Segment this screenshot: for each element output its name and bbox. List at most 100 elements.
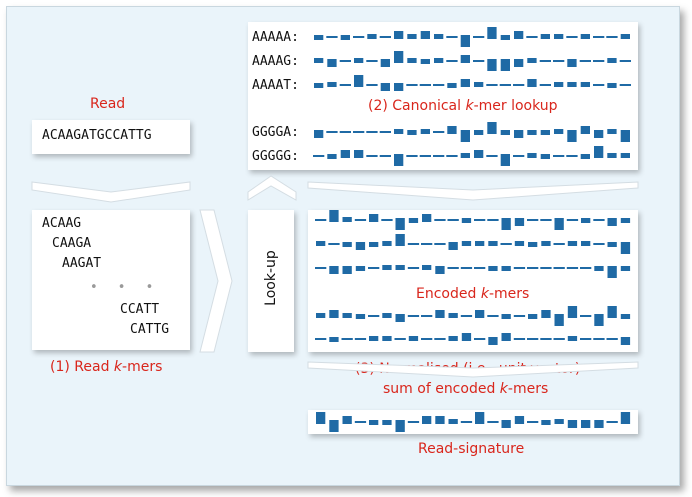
canonical-vector-bar	[527, 79, 537, 87]
canonical-vector-bar	[486, 84, 498, 86]
encoded-vector-bar	[354, 219, 367, 221]
encoded-vector-bar	[620, 266, 631, 271]
encoded-vector-bar	[435, 266, 445, 274]
canonical-vector-bar	[539, 60, 551, 62]
canonical-vector-bar	[406, 84, 418, 86]
canonical-vector-bar	[620, 153, 630, 158]
encoded-vector-bar	[342, 242, 352, 247]
encoded-vector-bar	[501, 218, 511, 230]
canonical-vector-bar	[473, 36, 485, 38]
canonical-vector-bar	[446, 36, 458, 38]
canonical-vector-bar	[554, 82, 564, 87]
canonical-vector-bar	[339, 84, 351, 86]
canonical-vector-bar	[380, 83, 390, 91]
encoded-vector-bar	[448, 313, 458, 318]
signature-vector-bar	[382, 420, 392, 425]
encoded-vector-bar	[422, 214, 432, 222]
canonical-vector-bar	[446, 155, 458, 157]
encoded-vector-bar	[501, 266, 511, 271]
canonical-vector-bar	[447, 126, 457, 134]
encoded-vector-bar	[316, 313, 326, 318]
encoded-vector-bar	[315, 219, 327, 221]
signature-vector-bar	[541, 420, 551, 425]
signature-vector-bar	[475, 412, 485, 424]
encoded-vector-bar	[354, 338, 367, 340]
chevron-down-icon	[307, 361, 639, 378]
encoded-vector-bar	[581, 241, 591, 246]
canonical-vector-bar	[539, 84, 551, 86]
signature-vector-bar	[354, 421, 367, 423]
encoded-vector-bar	[554, 218, 564, 230]
canonical-vector-bar	[579, 60, 591, 62]
encoded-vector-bar	[382, 265, 392, 270]
canonical-vector-bar	[553, 60, 565, 62]
encoded-vector-bar	[408, 336, 419, 341]
lookup-box: Look-up	[248, 210, 294, 352]
encoded-vector-bar	[342, 313, 352, 318]
signature-vector-bar	[435, 416, 445, 424]
encoded-vector-bar	[607, 218, 617, 226]
signature-vector-bar	[316, 412, 326, 424]
encoded-vector-bar	[408, 218, 419, 223]
canonical-vector-bar	[474, 130, 484, 135]
canonical-vector-bar	[406, 155, 418, 157]
encoded-vector-bar	[527, 338, 539, 340]
canonical-vector-bar	[354, 58, 364, 63]
canonical-row-label: AAAAA:	[252, 30, 299, 45]
encoded-vector-bar	[513, 267, 526, 269]
canonical-vector-bar	[420, 59, 430, 64]
encoded-vector-bar	[394, 338, 406, 340]
encoded-vector-bar	[421, 315, 433, 317]
read-sequence: ACAAGATGCCATTG	[42, 128, 152, 143]
encoded-vector-bar	[421, 243, 433, 245]
canonical-vector-bar	[607, 83, 617, 88]
signature-vector-bar	[329, 420, 339, 432]
signature-vector-bar	[620, 412, 631, 424]
encoded-vector-bar	[461, 218, 472, 223]
read-kmers-box: ACAAG CAAGA AAGAT • • • CCATT CATTG	[32, 210, 190, 350]
canonical-vector-bar	[420, 31, 430, 39]
canonical-vector-bar	[446, 60, 458, 62]
signature-vector-bar	[422, 416, 432, 424]
encoded-vector-bar	[422, 265, 432, 270]
encoded-vector-bar	[541, 241, 551, 246]
kmer-item: CATTG	[130, 322, 170, 337]
canonical-vector-bar	[433, 84, 445, 86]
chevron-up-icon	[247, 175, 297, 201]
encoded-vector-bar	[593, 338, 605, 340]
canonical-vector-bar	[339, 60, 351, 62]
encoded-vector-bar	[328, 243, 340, 245]
signature-vector-bar	[395, 420, 405, 432]
encoded-vector-bar	[593, 243, 605, 245]
canonical-vector-bar	[474, 150, 484, 158]
signature-vector-bar	[369, 420, 379, 425]
encoded-vector-bar	[474, 219, 486, 221]
canonical-vector-bar	[434, 34, 444, 39]
canonical-vector-bar	[394, 154, 404, 166]
canonical-vector-bar	[619, 60, 631, 62]
encoded-vector-bar	[527, 219, 539, 221]
kmer-item: ACAAG	[42, 216, 82, 231]
canonical-vector-bar	[380, 59, 390, 67]
canonical-vector-bar	[327, 59, 337, 67]
canonical-vector-bar	[366, 60, 378, 62]
encoded-vector-bar	[487, 315, 499, 317]
canonical-vector-bar	[607, 58, 617, 63]
encoded-vector-bar	[553, 338, 565, 340]
canonical-vector-bar	[553, 155, 565, 157]
canonical-row-label: GGGGA:	[252, 125, 299, 140]
signature-vector-bar	[527, 421, 539, 423]
encoded-vector-bar	[514, 218, 525, 226]
encoded-vector-bar	[620, 314, 631, 319]
canonical-vector-bar	[514, 31, 524, 39]
signature-vector-bar	[554, 419, 564, 424]
canonical-vector-bar	[419, 155, 431, 157]
encoded-vector-bar	[580, 338, 592, 340]
canonical-vector-bar	[527, 153, 537, 158]
canonical-vector-bar	[580, 154, 590, 159]
canonical-vector-bar	[606, 36, 618, 38]
encoded-vector-bar	[500, 243, 512, 245]
canonical-vector-bar	[460, 130, 470, 142]
canonical-vector-bar	[314, 130, 324, 138]
encoded-vector-bar	[567, 336, 578, 341]
